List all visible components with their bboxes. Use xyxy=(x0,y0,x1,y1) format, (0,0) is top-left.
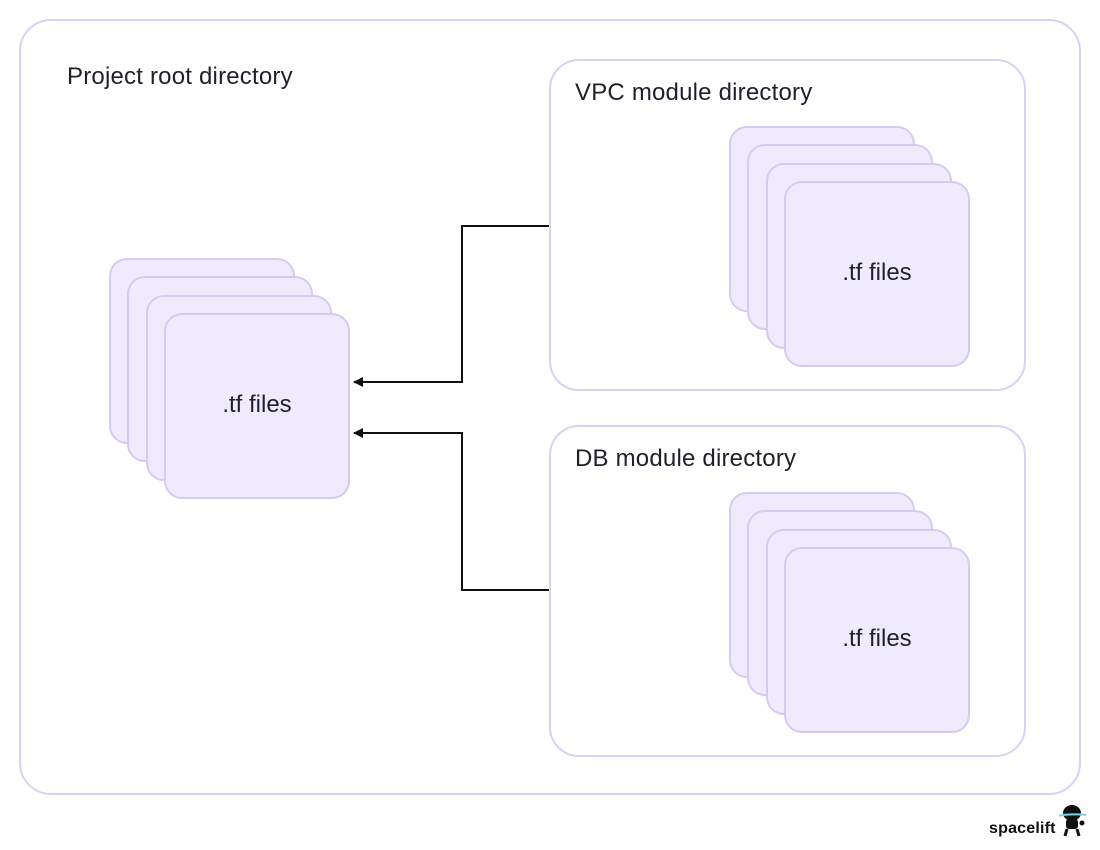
vpc-tf-files-stack: .tf files xyxy=(729,126,970,367)
file-card-front: .tf files xyxy=(784,547,970,733)
spacelift-logo-text: spacelift xyxy=(989,820,1056,837)
db-module-directory: DB module directory .tf files xyxy=(549,425,1026,757)
root-tf-files-label: .tf files xyxy=(222,391,292,418)
vpc-tf-files-label: .tf files xyxy=(842,259,912,286)
file-card-front: .tf files xyxy=(784,181,970,367)
project-root-label: Project root directory xyxy=(67,63,293,90)
file-card-front: .tf files xyxy=(164,313,350,499)
astronaut-icon xyxy=(1058,805,1087,837)
vpc-module-directory: VPC module directory .tf files xyxy=(549,59,1026,391)
db-tf-files-stack: .tf files xyxy=(729,492,970,733)
db-module-label: DB module directory xyxy=(575,445,797,472)
spacelift-logo: spacelift xyxy=(989,803,1089,843)
root-tf-files-stack: .tf files xyxy=(109,258,350,499)
db-tf-files-label: .tf files xyxy=(842,625,912,652)
vpc-module-label: VPC module directory xyxy=(575,79,813,106)
